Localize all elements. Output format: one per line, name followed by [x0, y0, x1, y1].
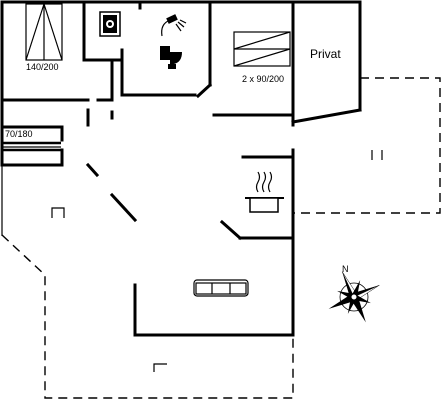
shower-icon [161, 14, 187, 37]
terrace-outlines [1, 77, 441, 399]
terrace-chair-icon [51, 150, 383, 372]
bed-single-label: 70/180 [5, 129, 33, 139]
bed-double [25, 3, 63, 61]
bed-single [3, 141, 61, 152]
compass-rose-icon [328, 271, 380, 323]
bed-double-label: 140/200 [26, 62, 59, 72]
walls [0, 0, 362, 337]
bed-twin-label: 2 x 90/200 [242, 74, 284, 84]
sofa-icon [193, 279, 249, 297]
compass-north-label: N [342, 264, 349, 274]
washing-machine-icon [99, 11, 121, 37]
cooking-pot-icon [245, 171, 284, 213]
room-private-label: Privat [310, 47, 341, 61]
bed-twin [233, 31, 291, 67]
toilet-icon [160, 46, 182, 69]
